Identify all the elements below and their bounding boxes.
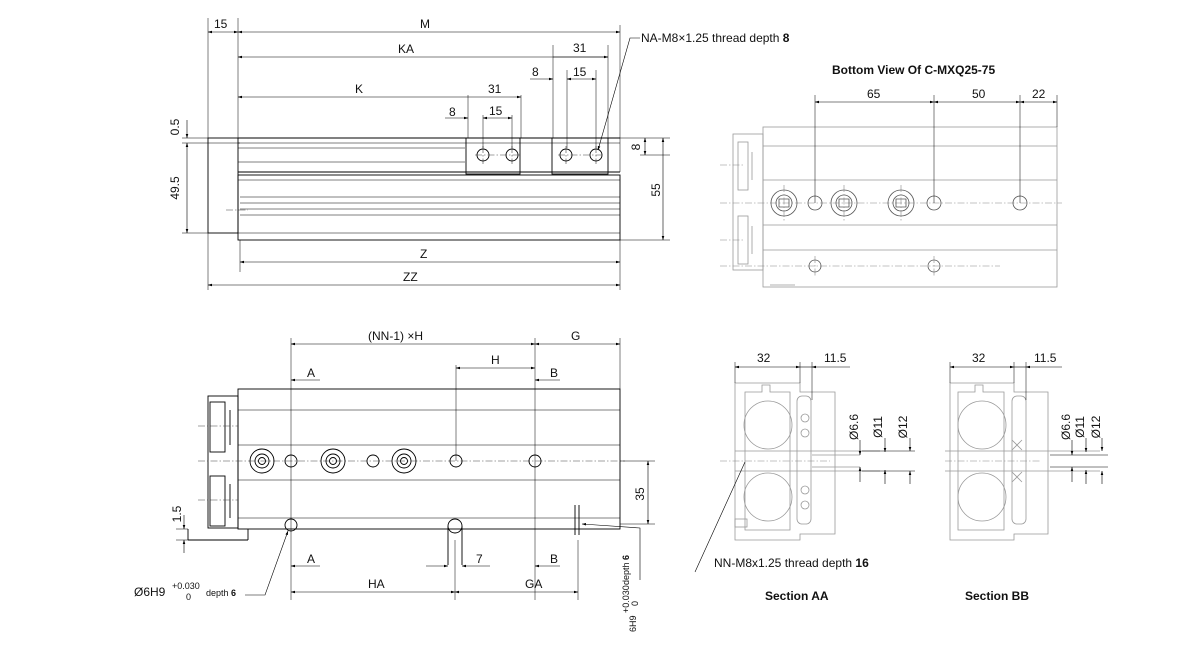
dim-65: 65 bbox=[867, 87, 881, 101]
dim-H: H bbox=[491, 353, 500, 367]
aa-dim-11: Ø11 bbox=[871, 416, 885, 438]
side-view: (NN-1) ×H G H A B A B 7 HA GA 35 1.5 Ø6H… bbox=[134, 329, 655, 632]
dim-35: 35 bbox=[633, 487, 647, 501]
bb-dim-12: Ø12 bbox=[1089, 415, 1103, 438]
dim-GA: GA bbox=[525, 577, 542, 591]
dim-KA: KA bbox=[398, 42, 414, 56]
svg-text:Ø6H9: Ø6H9 bbox=[134, 585, 166, 599]
dim-55: 55 bbox=[649, 183, 663, 197]
aa-dim-11-5: 11.5 bbox=[824, 351, 847, 365]
bb-dim-11: Ø11 bbox=[1073, 416, 1087, 438]
dim-49-5: 49.5 bbox=[168, 176, 182, 200]
thread-callout: NA-M8×1.25 thread depth 8 bbox=[641, 31, 790, 45]
section-aa: 32 11.5 Ø6.6 Ø11 Ø12 NN-M8x1.25 thread d… bbox=[694, 351, 915, 603]
dim-Z: Z bbox=[420, 247, 427, 261]
mounting-tab-left bbox=[465, 137, 521, 175]
section-bb: 32 11.5 Ø6.6 Ø11 Ø12 Section BB bbox=[945, 351, 1108, 603]
dim-G: G bbox=[571, 329, 580, 343]
dim-NN-H: (NN-1) ×H bbox=[368, 329, 423, 343]
section-A-top: A bbox=[307, 366, 315, 380]
dim-1-5: 1.5 bbox=[170, 505, 184, 522]
section-B-top: B bbox=[550, 366, 558, 380]
dim-8-right: 8 bbox=[629, 143, 643, 150]
svg-text:0: 0 bbox=[186, 592, 191, 602]
dim-15-upper: 15 bbox=[573, 65, 587, 79]
bottom-view-title: Bottom View Of C-MXQ25-75 bbox=[832, 63, 995, 77]
dim-31-lower: 31 bbox=[488, 82, 502, 96]
dim-8-lower: 8 bbox=[449, 105, 456, 119]
dim-0-5: 0.5 bbox=[168, 118, 182, 135]
section-B-bottom: B bbox=[550, 552, 558, 566]
svg-text:depth 6: depth 6 bbox=[206, 588, 236, 598]
dim-50: 50 bbox=[972, 87, 986, 101]
dim-15: 15 bbox=[214, 17, 228, 31]
dim-M: M bbox=[420, 17, 430, 31]
top-view: 15 M KA 31 8 15 K 31 8 15 0.5 49.5 8 55 … bbox=[168, 17, 790, 290]
svg-text:+0.030: +0.030 bbox=[172, 581, 200, 591]
dim-8-upper: 8 bbox=[532, 65, 539, 79]
dim-ZZ: ZZ bbox=[403, 270, 418, 284]
dim-22: 22 bbox=[1032, 87, 1046, 101]
svg-text:+0.030: +0.030 bbox=[621, 585, 631, 613]
aa-dim-6-6: Ø6.6 bbox=[847, 414, 861, 440]
aa-dim-12: Ø12 bbox=[896, 415, 910, 438]
section-A-bottom: A bbox=[307, 552, 315, 566]
dim-K: K bbox=[355, 82, 363, 96]
aa-thread-callout: NN-M8x1.25 thread depth 16 bbox=[714, 556, 869, 570]
dim-31-upper: 31 bbox=[573, 41, 587, 55]
end-plate bbox=[207, 137, 239, 234]
pin-hole-callout-left: Ø6H9 +0.030 0 depth 6 bbox=[134, 581, 236, 602]
section-aa-title: Section AA bbox=[765, 589, 829, 603]
svg-text:depth 6: depth 6 bbox=[621, 555, 631, 585]
bb-dim-32: 32 bbox=[972, 351, 986, 365]
bb-dim-6-6: Ø6.6 bbox=[1059, 414, 1073, 440]
svg-text:6H9: 6H9 bbox=[628, 615, 638, 632]
bb-dim-11-5: 11.5 bbox=[1034, 351, 1057, 365]
bottom-view: Bottom View Of C-MXQ25-75 bbox=[720, 63, 1062, 288]
cylinder-body bbox=[237, 174, 621, 241]
svg-text:0: 0 bbox=[630, 601, 640, 606]
section-bb-title: Section BB bbox=[965, 589, 1029, 603]
pin-hole-callout-right: 6H9 +0.030 0 depth 6 bbox=[621, 555, 640, 632]
mounting-tab-right bbox=[551, 137, 609, 175]
dim-15-lower: 15 bbox=[489, 104, 503, 118]
aa-dim-32: 32 bbox=[757, 351, 771, 365]
dim-7: 7 bbox=[476, 552, 483, 566]
dim-HA: HA bbox=[368, 577, 385, 591]
